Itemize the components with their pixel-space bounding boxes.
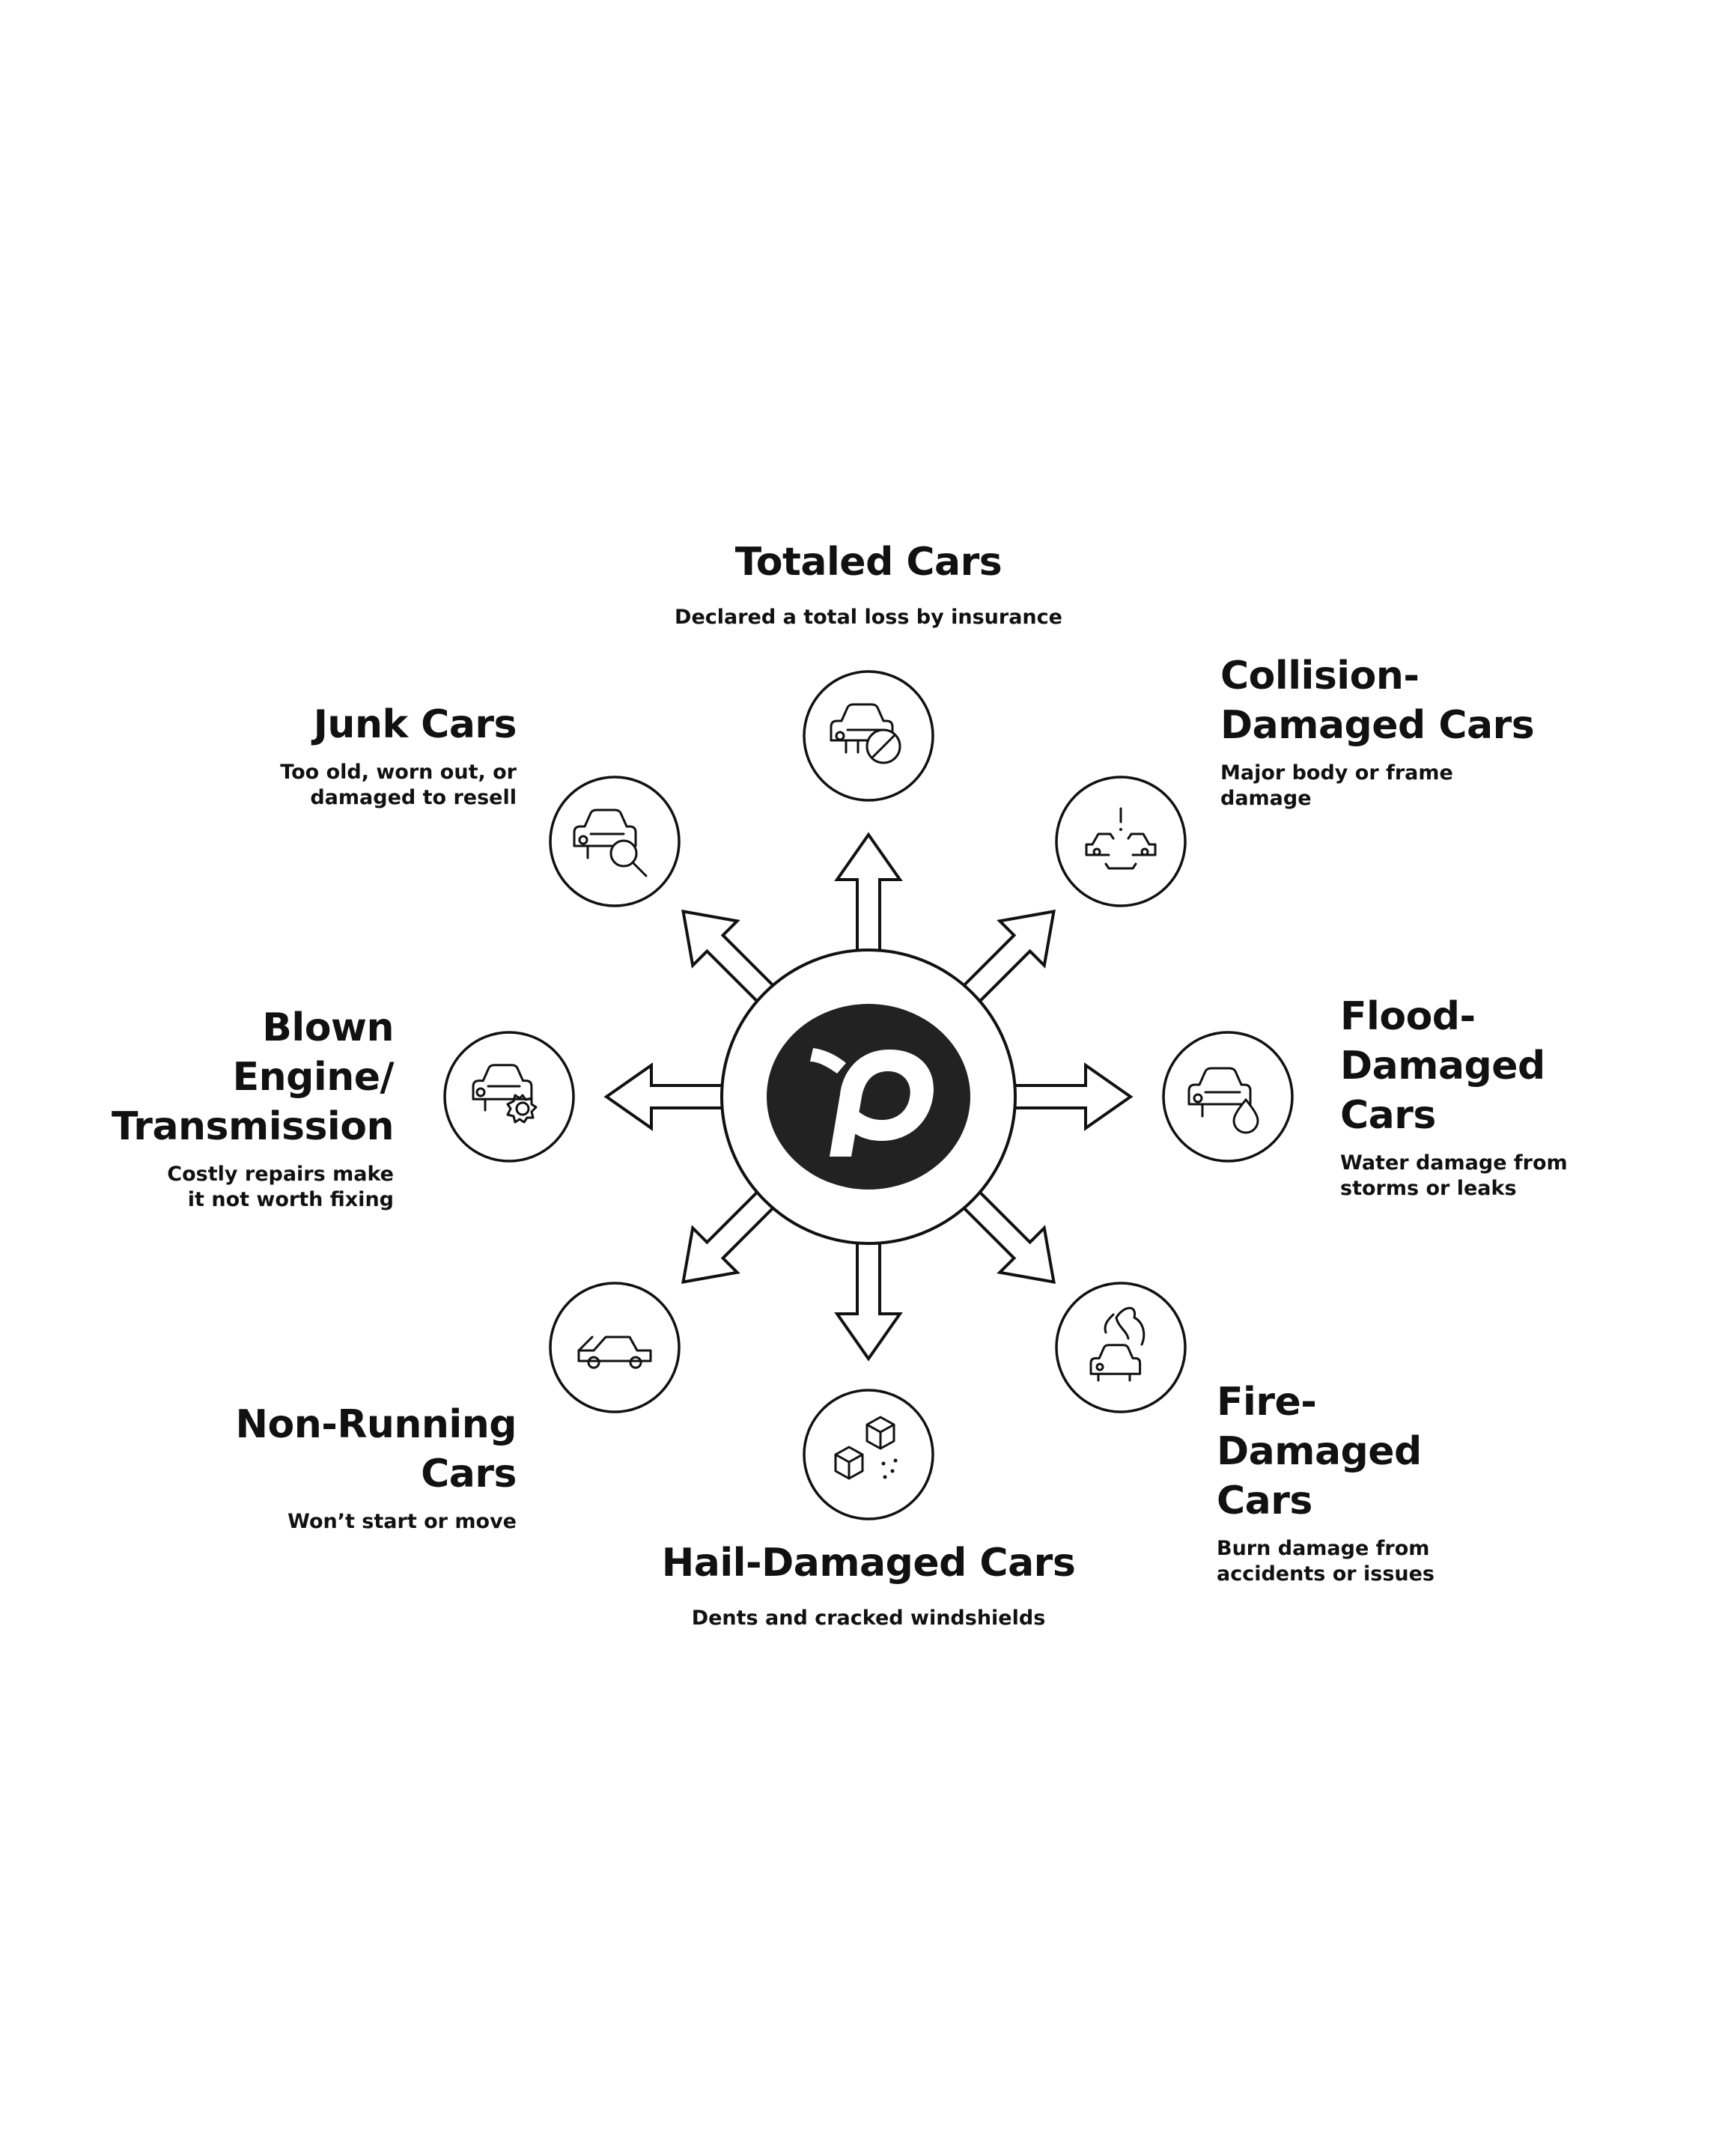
car-flame-icon [1089, 1306, 1146, 1382]
node-totaled [803, 670, 934, 802]
node-blown [443, 1031, 575, 1163]
car-collision-icon [1085, 807, 1157, 870]
node-circle [443, 1031, 575, 1163]
category-title: Fire- Damaged Cars [1217, 1380, 1422, 1523]
radial-arrows [603, 832, 1134, 1362]
category-description: Water damage from storms or leaks [1340, 1151, 1568, 1200]
hail-cubes-icon [834, 1416, 898, 1480]
arrow-2 [1002, 1062, 1134, 1131]
category-description: Burn damage from accidents or issues [1217, 1537, 1435, 1586]
category-title: Junk Cars [313, 702, 517, 747]
car-prohibited-icon [830, 703, 901, 764]
arrow-3 [953, 1181, 1056, 1284]
node-fire [1055, 1282, 1187, 1413]
category-title: Non-Running Cars [235, 1402, 517, 1496]
node-collision [1055, 776, 1187, 907]
car-magnifier-icon [573, 808, 648, 877]
category-title: Flood- Damaged Cars [1340, 994, 1545, 1138]
node-junk [549, 776, 681, 907]
category-description: Too old, worn out, or damaged to resell [280, 761, 517, 809]
node-circle [1162, 1031, 1294, 1163]
arrow-7 [681, 910, 784, 1012]
arrow-5 [681, 1181, 784, 1284]
category-description: Costly repairs make it not worth fixing [167, 1163, 394, 1211]
brand-logo-badge [767, 1004, 970, 1190]
node-circle [549, 776, 681, 907]
node-circle [803, 670, 934, 802]
node-circle [1055, 776, 1187, 907]
arrow-6 [603, 1062, 735, 1131]
node-circle [803, 1389, 934, 1520]
category-title: Collision- Damaged Cars [1220, 654, 1535, 748]
category-title: Blown Engine/ Transmission [112, 1005, 394, 1149]
arrow-1 [953, 910, 1056, 1012]
arrow-4 [834, 1230, 903, 1362]
car-gear-icon [472, 1064, 538, 1124]
brand-logo-letter [810, 1048, 934, 1157]
arrow-0 [834, 832, 903, 963]
category-nodes [443, 670, 1294, 1520]
node-flood [1162, 1031, 1294, 1163]
node-circle [1055, 1282, 1187, 1413]
category-title: Totaled Cars [734, 540, 1003, 585]
car-water-drop-icon [1187, 1067, 1259, 1134]
category-description: Dents and cracked windshields [691, 1607, 1046, 1630]
category-description: Declared a total loss by insurance [675, 606, 1062, 629]
category-title: Hail-Damaged Cars [661, 1541, 1076, 1586]
category-description: Major body or frame damage [1220, 761, 1453, 810]
car-open-hood-icon [577, 1336, 652, 1369]
node-circle [549, 1282, 681, 1413]
node-hail [803, 1389, 934, 1520]
category-description: Won’t start or move [288, 1510, 517, 1533]
node-nonrunning [549, 1282, 681, 1413]
